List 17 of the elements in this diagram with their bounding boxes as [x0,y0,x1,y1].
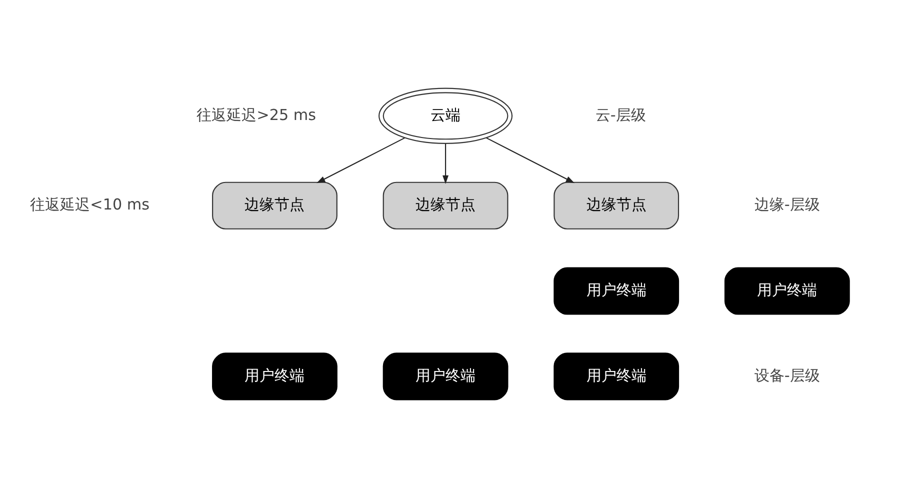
label: 设备-层级 [754,366,820,384]
label: 云-层级 [594,105,646,124]
node-box: 用户终端 [382,352,508,400]
arrow [442,143,448,184]
node-box: 边缘节点 [212,181,337,229]
label: 往返延迟<10 ms [30,195,150,214]
node-box: 用户终端 [553,266,679,314]
node-ellipse: 云端 [378,87,512,144]
arrow [486,136,574,183]
node-box: 用户终端 [212,352,337,400]
arrow [316,136,404,183]
label: 往返延迟>25 ms [196,105,316,124]
node-box: 用户终端 [724,266,850,314]
node-box: 用户终端 [553,352,679,400]
node-box: 边缘节点 [382,181,508,229]
node-box: 边缘节点 [553,181,679,229]
label: 边缘-层级 [754,195,820,214]
